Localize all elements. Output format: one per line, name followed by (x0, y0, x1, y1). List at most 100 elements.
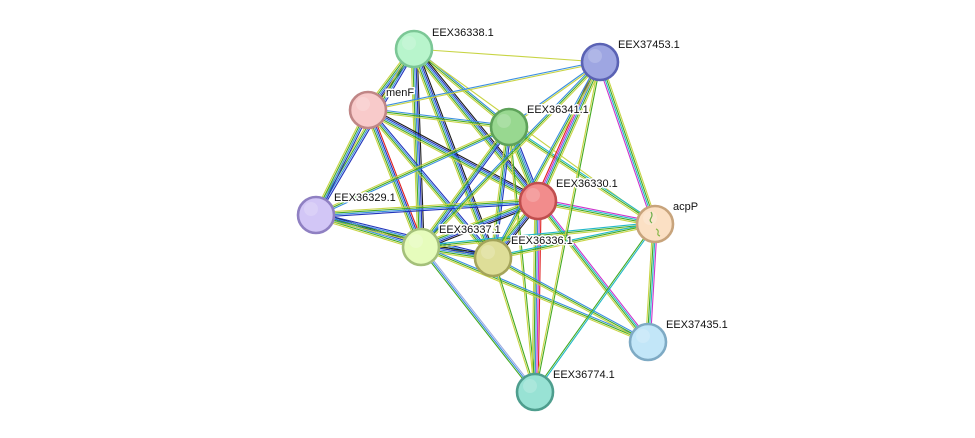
edge-evidence-line (315, 201, 539, 217)
edge-evidence-line (368, 106, 541, 199)
edge-evidence-line (421, 245, 650, 342)
edge-EEX36337.1-EEX37453.1 (419, 60, 602, 249)
edge-evidence-line (490, 126, 508, 259)
node-EEX36336.1[interactable]: EEX36336.1 (473, 234, 574, 278)
edge-EEX36336.1-acpP (492, 221, 656, 261)
edge-evidence-line (537, 201, 656, 226)
node-EEX36330.1[interactable]: EEX36330.1 (518, 177, 619, 221)
edge-evidence-line (536, 202, 656, 227)
edge-evidence-line (597, 62, 654, 226)
edge-acpP-EEX36774.1 (533, 223, 657, 394)
edge-evidence-line (492, 257, 649, 343)
edge-evidence-line (316, 109, 370, 216)
edge-evidence-line (533, 61, 600, 393)
node-label: EEX36338.1 (432, 27, 494, 39)
edge-evidence-line (420, 223, 656, 248)
edge-evidence-line (367, 60, 601, 110)
edge-evidence-line (367, 107, 510, 127)
node-EEX37435.1[interactable]: EEX37435.1 (628, 318, 729, 362)
node-circle[interactable] (518, 181, 558, 221)
edge-evidence-line (419, 247, 648, 344)
edge-evidence-line (538, 199, 650, 343)
edge-evidence-line (493, 257, 537, 393)
node-highlight (356, 97, 370, 111)
edge-evidence-line (413, 48, 601, 63)
node-EEX36774.1[interactable]: EEX36774.1 (515, 368, 616, 412)
edge-evidence-line (598, 61, 655, 225)
node-EEX36337.1[interactable]: EEX36337.1 (401, 223, 502, 267)
edge-EEX37453.1-EEX36774.1 (533, 61, 602, 393)
structure-glyph (655, 228, 661, 237)
edge-evidence-line (535, 61, 602, 393)
edge-evidence-line (419, 199, 538, 247)
edge-menF-EEX36337.1 (364, 108, 425, 249)
edge-EEX36330.1-EEX37435.1 (535, 199, 651, 344)
edge-EEX36330.1-EEX36329.1 (315, 198, 539, 218)
edge-evidence-line (365, 110, 421, 249)
node-circle[interactable] (401, 227, 441, 267)
edge-evidence-line (507, 127, 655, 226)
edge-evidence-line (314, 125, 509, 215)
edge-EEX36341.1-EEX36336.1 (490, 126, 512, 259)
edge-evidence-line (419, 60, 600, 247)
edge-evidence-line (536, 200, 648, 344)
edge-evidence-line (412, 49, 509, 129)
node-circle[interactable] (489, 107, 529, 147)
edge-evidence-line (315, 199, 539, 215)
node-label: EEX37435.1 (666, 319, 728, 331)
edge-EEX36338.1-EEX36337.1 (410, 48, 425, 248)
edge-evidence-line (492, 223, 656, 259)
edge-evidence-line (507, 126, 535, 393)
node-EEX36329.1[interactable]: EEX36329.1 (296, 191, 397, 235)
edge-evidence-line (313, 47, 413, 215)
edge-evidence-line (538, 62, 602, 203)
edge-menF-EEX37453.1 (367, 60, 601, 112)
edge-evidence-line (539, 199, 651, 342)
node-EEX36341.1[interactable]: EEX36341.1 (489, 103, 590, 147)
node-circle[interactable] (473, 238, 513, 278)
edge-evidence-line (537, 199, 656, 224)
edge-evidence-line (601, 60, 658, 224)
node-EEX37453.1[interactable]: EEX37453.1 (580, 38, 681, 82)
edge-evidence-line (509, 126, 537, 393)
edge-evidence-line (416, 48, 425, 248)
edge-evidence-line (420, 246, 536, 393)
edge-evidence-line (600, 61, 657, 225)
edge-evidence-line (367, 109, 510, 128)
edge-evidence-line (367, 109, 422, 248)
node-circle[interactable] (515, 372, 555, 412)
structure-glyph (649, 211, 653, 224)
node-label: EEX36329.1 (334, 192, 396, 204)
edge-evidence-line (537, 198, 657, 223)
edge-evidence-line (368, 108, 424, 247)
edge-evidence-line (317, 49, 417, 217)
node-acpP[interactable]: acpP (635, 200, 700, 244)
edge-evidence-line (540, 62, 604, 203)
node-highlight (402, 36, 416, 50)
edge-menF-EEX36336.1 (365, 107, 496, 261)
node-menF[interactable]: menF (348, 86, 416, 130)
node-label: EEX36341.1 (527, 104, 589, 116)
edge-evidence-line (419, 247, 535, 394)
edge-evidence-line (420, 61, 601, 248)
node-highlight (523, 379, 537, 393)
edge-evidence-line (421, 245, 537, 392)
node-EEX36338.1[interactable]: EEX36338.1 (394, 26, 495, 69)
edge-EEX36330.1-acpP (536, 198, 657, 227)
node-circle[interactable] (580, 42, 620, 82)
edge-acpP-EEX37453.1 (597, 60, 658, 226)
node-circle[interactable] (635, 204, 675, 244)
node-circle[interactable] (296, 195, 336, 235)
node-highlight (636, 329, 650, 343)
edge-EEX36341.1-EEX36774.1 (507, 126, 537, 393)
node-highlight (497, 114, 511, 128)
node-label: EEX36774.1 (553, 369, 615, 381)
node-circle[interactable] (394, 29, 434, 69)
edge-acpP-EEX37435.1 (645, 223, 658, 343)
node-circle[interactable] (348, 90, 388, 130)
edge-evidence-line (414, 48, 424, 248)
edge-evidence-line (367, 110, 510, 130)
node-label: EEX36330.1 (556, 178, 618, 190)
edge-evidence-line (649, 223, 658, 343)
node-circle[interactable] (628, 322, 668, 362)
